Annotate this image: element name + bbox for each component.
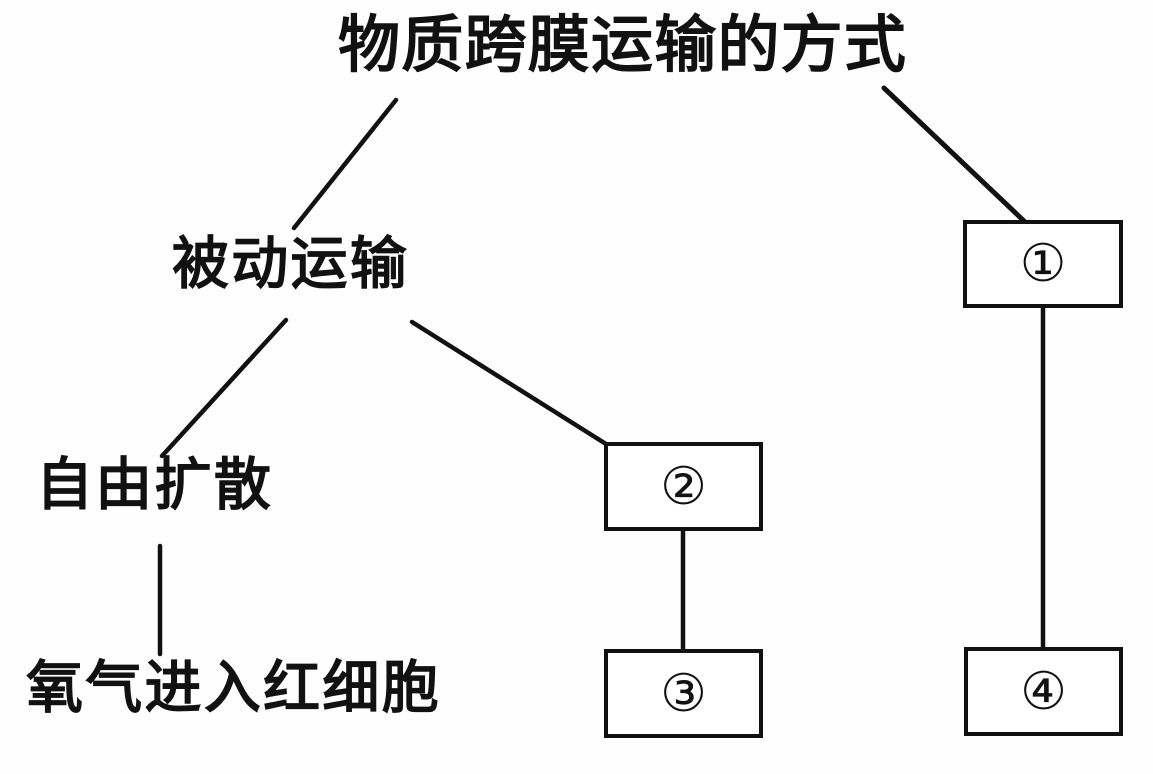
node-oxygen-into-red-blood-cell: 氧气进入红细胞 [26, 655, 441, 721]
edge-root-to-blank1 [881, 85, 1027, 224]
blank-box-4-label: ④ [1020, 661, 1067, 722]
node-title: 物质跨膜运输的方式 [338, 8, 908, 81]
blank-box-2: ② [604, 442, 763, 531]
node-passive-transport: 被动运输 [172, 231, 410, 297]
node-free-diffusion: 自由扩散 [36, 452, 274, 518]
edge-passive-to-freediffusion [159, 317, 289, 459]
blank-box-2-label: ② [660, 456, 707, 517]
blank-box-4: ④ [964, 647, 1123, 736]
blank-box-3-label: ③ [660, 663, 707, 724]
blank-box-3: ③ [604, 649, 763, 738]
blank-box-1: ① [963, 220, 1123, 308]
blank-box-1-label: ① [1019, 234, 1067, 294]
edge-root-to-passive [291, 97, 399, 231]
edge-passive-to-blank2 [409, 319, 609, 447]
